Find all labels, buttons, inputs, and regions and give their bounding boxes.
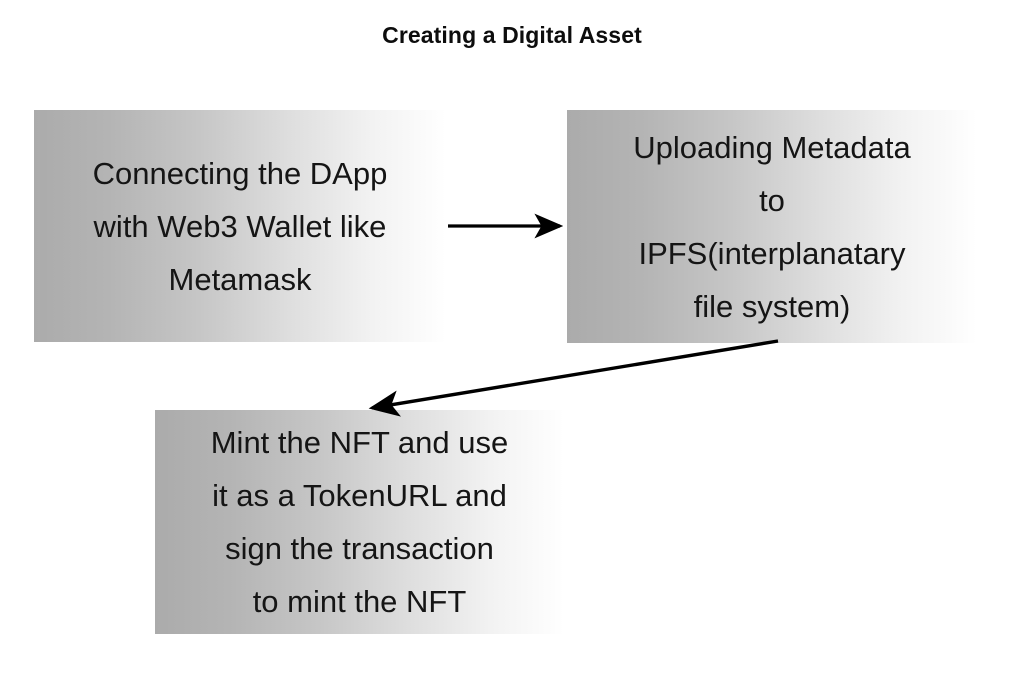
page-title: Creating a Digital Asset [382, 22, 642, 48]
flow-box-label: Uploading Metadata to IPFS(interplanatar… [633, 129, 911, 324]
flow-box-label: Mint the NFT and use it as a TokenURL an… [210, 425, 509, 619]
flow-box-mint-nft[interactable]: Mint the NFT and use it as a TokenURL an… [155, 410, 564, 634]
flow-box-connect-dapp[interactable]: Connecting the DApp with Web3 Wallet lik… [34, 110, 446, 342]
arrow-upload-to-mint [368, 339, 779, 417]
flow-box-label: Connecting the DApp with Web3 Wallet lik… [92, 155, 388, 297]
flow-box-upload-metadata[interactable]: Uploading Metadata to IPFS(interplanatar… [567, 110, 977, 343]
